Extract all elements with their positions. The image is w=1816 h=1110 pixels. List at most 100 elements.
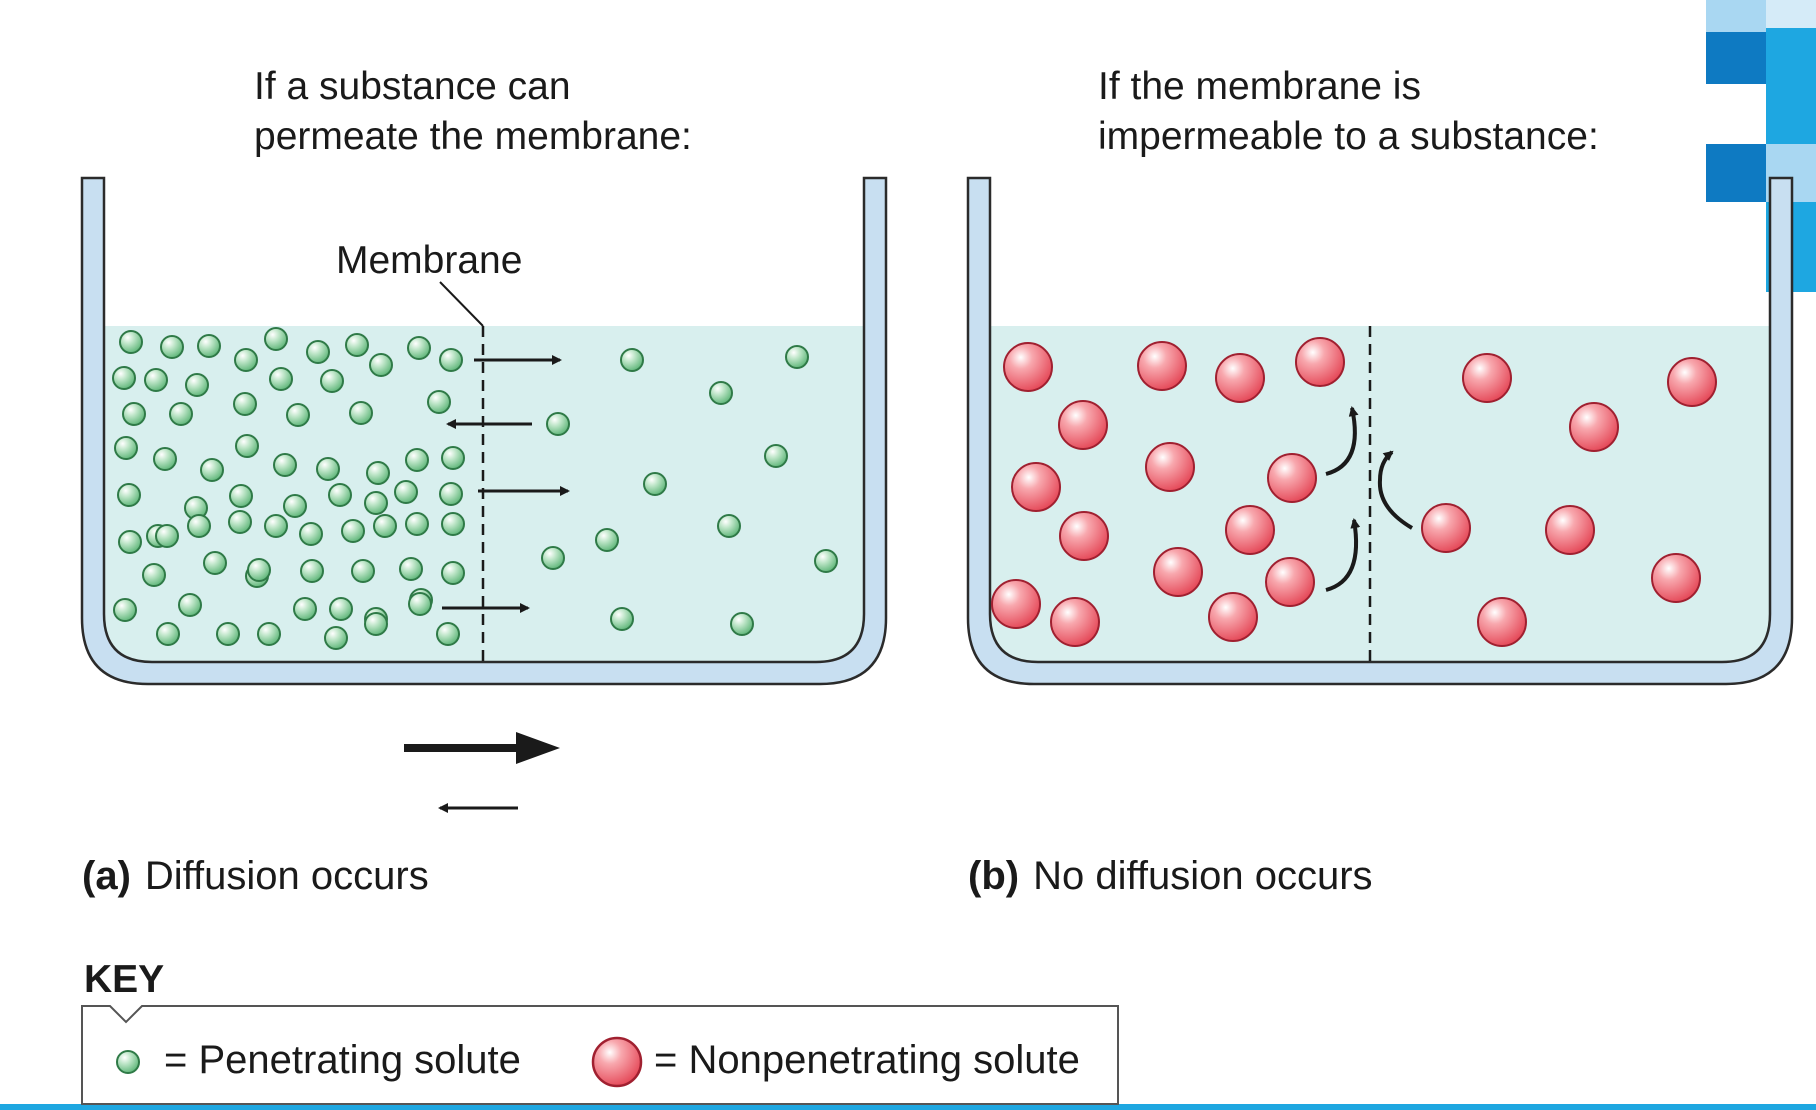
penetrating-solute — [153, 447, 177, 471]
nonpenetrating-solute — [1267, 453, 1317, 503]
penetrating-solute-key-icon — [116, 1050, 140, 1074]
net-right-arrow-head — [516, 732, 560, 764]
penetrating-solute — [229, 484, 253, 508]
penetrating-solute — [187, 514, 211, 538]
penetrating-solute — [320, 369, 344, 393]
penetrating-solute — [730, 612, 754, 636]
nonpenetrating-solute — [1145, 442, 1195, 492]
penetrating-solute — [155, 524, 179, 548]
penetrating-solute — [785, 345, 809, 369]
key-box — [81, 1005, 1119, 1105]
nonpenetrating-solute — [1059, 511, 1109, 561]
penetrating-solute — [306, 340, 330, 364]
penetrating-solute — [118, 530, 142, 554]
penetrating-solute — [610, 607, 634, 631]
bounce-arrow — [1377, 450, 1414, 530]
bounce-arrows — [1325, 406, 1414, 592]
penetrating-solute — [216, 622, 240, 646]
penetrating-solute — [595, 528, 619, 552]
penetrating-solute — [366, 461, 390, 485]
caption-a-letter: (a) — [82, 854, 131, 898]
nonpenetrating-solute — [1003, 342, 1053, 392]
penetrating-solute — [369, 353, 393, 377]
nonpenetrating-solute — [1225, 505, 1275, 555]
penetrating-solute — [709, 381, 733, 405]
bounce-arrow — [1325, 406, 1359, 476]
penetrating-solutes — [112, 327, 838, 650]
penetrating-solute — [235, 434, 259, 458]
penetrating-solute — [764, 444, 788, 468]
caption-b: (b)No diffusion occurs — [968, 854, 1373, 899]
title-a-line1: If a substance can — [254, 65, 571, 108]
nonpenetrating-solute — [1421, 503, 1471, 553]
caption-a-text: Diffusion occurs — [144, 854, 429, 898]
penetrating-solute — [441, 561, 465, 585]
penetrating-solute — [113, 598, 137, 622]
penetrating-solute — [117, 483, 141, 507]
penetrating-solute — [364, 491, 388, 515]
nonpenetrating-solute — [991, 579, 1041, 629]
nonpenetrating-solute — [1477, 597, 1527, 647]
penetrating-solute — [399, 557, 423, 581]
penetrating-solute — [405, 448, 429, 472]
penetrating-solute — [405, 512, 429, 536]
penetrating-solute — [247, 558, 271, 582]
penetrating-solute — [264, 514, 288, 538]
nonpenetrating-solutes — [991, 337, 1717, 647]
nonpenetrating-solute-label: = Nonpenetrating solute — [654, 1038, 1080, 1082]
penetrating-solute — [364, 612, 388, 636]
penetrating-solute — [328, 483, 352, 507]
penetrating-solute — [439, 482, 463, 506]
nonpenetrating-solute — [1215, 353, 1265, 403]
penetrating-solute — [233, 392, 257, 416]
caption-b-letter: (b) — [968, 854, 1020, 898]
penetrating-solute — [394, 480, 418, 504]
penetrating-solute — [300, 559, 324, 583]
nonpenetrating-solute — [1545, 505, 1595, 555]
penetrating-solute — [717, 514, 741, 538]
title-a-line2: permeate the membrane: — [254, 115, 692, 158]
penetrating-solute — [178, 593, 202, 617]
penetrating-solute — [286, 403, 310, 427]
bottom-accent-line — [0, 1104, 1816, 1110]
nonpenetrating-solute — [1569, 402, 1619, 452]
nonpenetrating-solute — [1137, 341, 1187, 391]
penetrating-solute — [257, 622, 281, 646]
penetrating-solute — [373, 514, 397, 538]
beaker-wall-a — [80, 176, 888, 686]
penetrating-solute — [349, 401, 373, 425]
penetrating-solute — [169, 402, 193, 426]
penetrating-solute — [436, 622, 460, 646]
nonpenetrating-solute — [1050, 597, 1100, 647]
membrane-label: Membrane — [336, 239, 523, 282]
penetrating-solute — [112, 366, 136, 390]
beaker-wall-b — [966, 176, 1794, 686]
penetrating-solute — [351, 559, 375, 583]
title-b-line1: If the membrane is — [1098, 65, 1421, 108]
penetrating-solute — [427, 390, 451, 414]
penetrating-solute — [299, 522, 323, 546]
penetrating-solute — [293, 597, 317, 621]
penetrating-solute — [643, 472, 667, 496]
penetrating-solute — [273, 453, 297, 477]
penetrating-solute — [185, 373, 209, 397]
penetrating-solute — [200, 458, 224, 482]
penetrating-solute — [142, 563, 166, 587]
penetrating-solute — [407, 336, 431, 360]
corner-decoration — [1706, 0, 1816, 292]
penetrating-solute — [114, 436, 138, 460]
penetrating-solute — [546, 412, 570, 436]
penetrating-solute — [228, 510, 252, 534]
penetrating-solute — [156, 622, 180, 646]
penetrating-solute — [269, 367, 293, 391]
title-b: If the membrane is impermeable to a subs… — [1098, 62, 1599, 162]
penetrating-solute — [160, 335, 184, 359]
nonpenetrating-solute — [1153, 547, 1203, 597]
nonpenetrating-solute — [1011, 462, 1061, 512]
penetrating-solute — [197, 334, 221, 358]
penetrating-solute — [119, 330, 143, 354]
diffusion-arrows-a — [442, 355, 570, 613]
penetrating-solute — [234, 348, 258, 372]
penetrating-solute — [439, 348, 463, 372]
